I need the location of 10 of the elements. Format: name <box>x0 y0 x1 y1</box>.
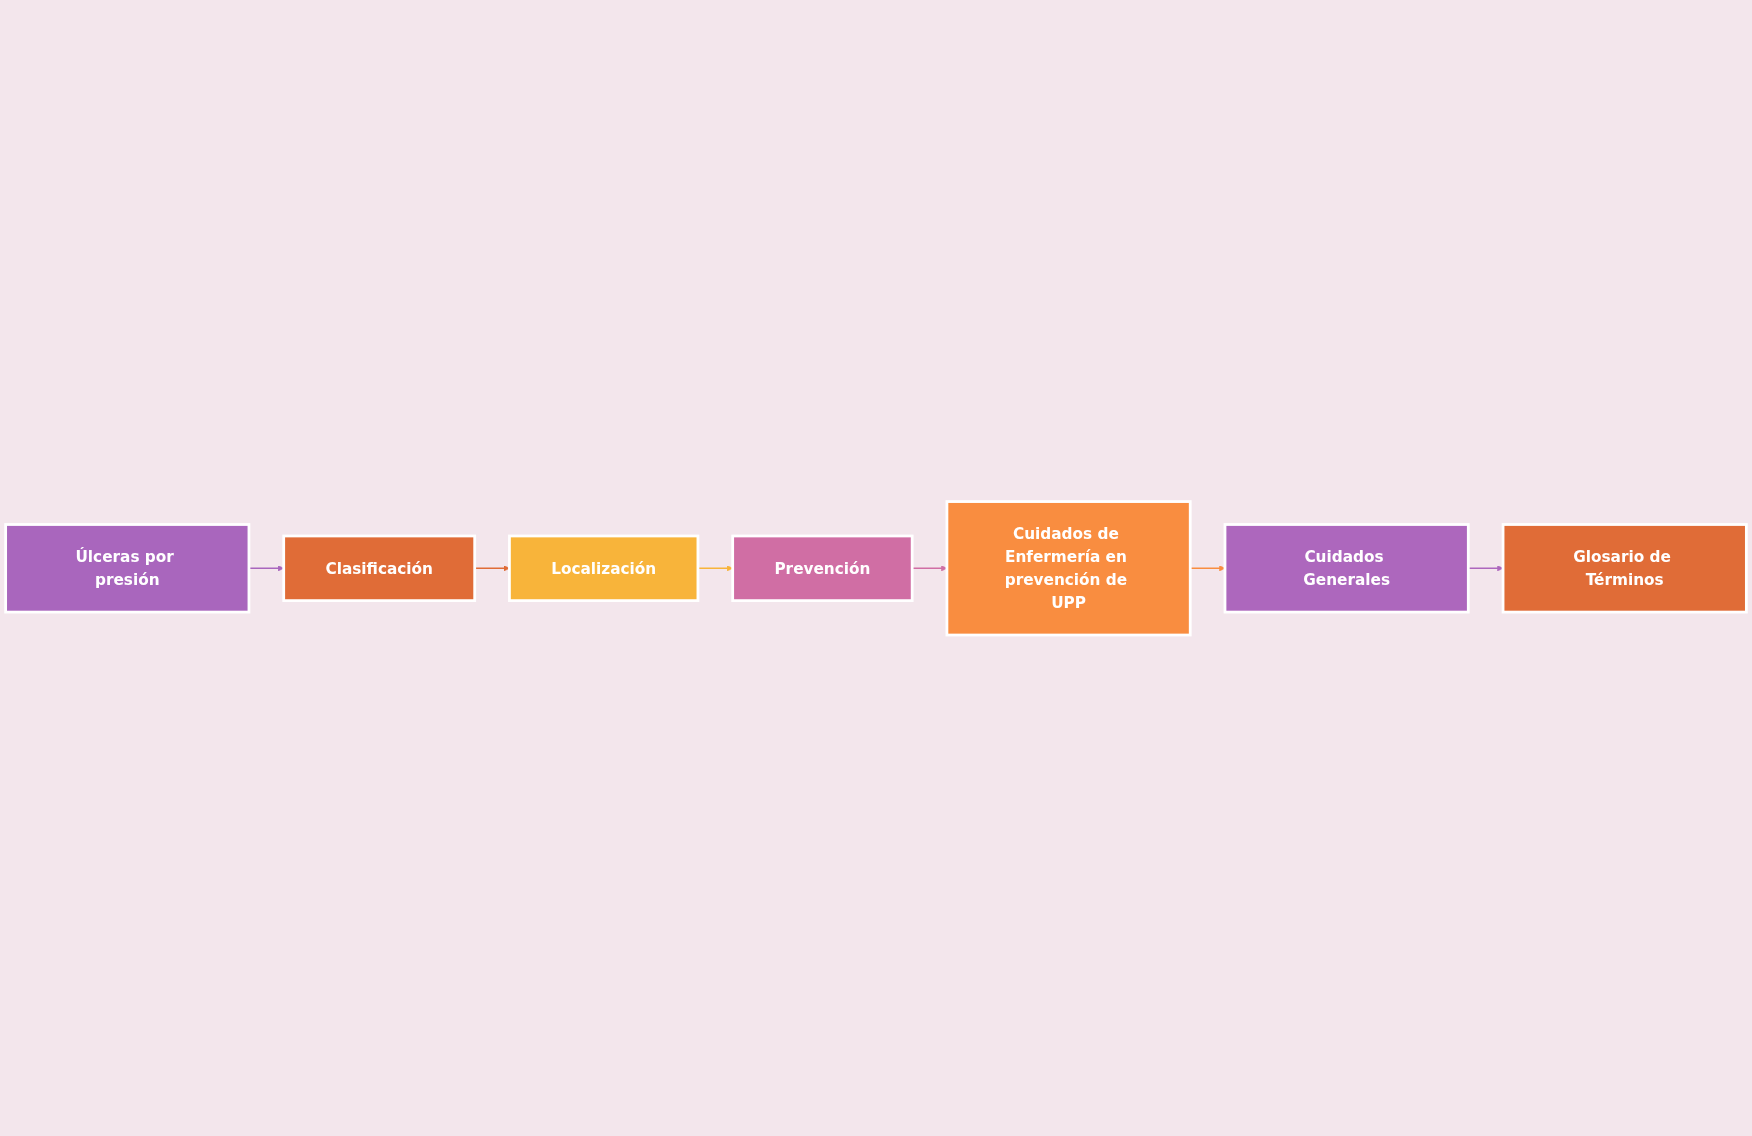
node-box: Localización <box>508 534 700 602</box>
arrow <box>474 564 510 572</box>
node-box: Prevención <box>731 534 914 602</box>
node-box: Cuidados Generales <box>1223 522 1470 614</box>
node-box: Cuidados de Enfermería en prevención de UPP <box>945 499 1192 637</box>
arrow <box>248 564 284 572</box>
node-box: Glosario de Términos <box>1501 522 1748 614</box>
arrow <box>697 564 733 572</box>
node-box: Úlceras por presión <box>4 522 251 614</box>
node-box: Clasificación <box>282 534 477 602</box>
